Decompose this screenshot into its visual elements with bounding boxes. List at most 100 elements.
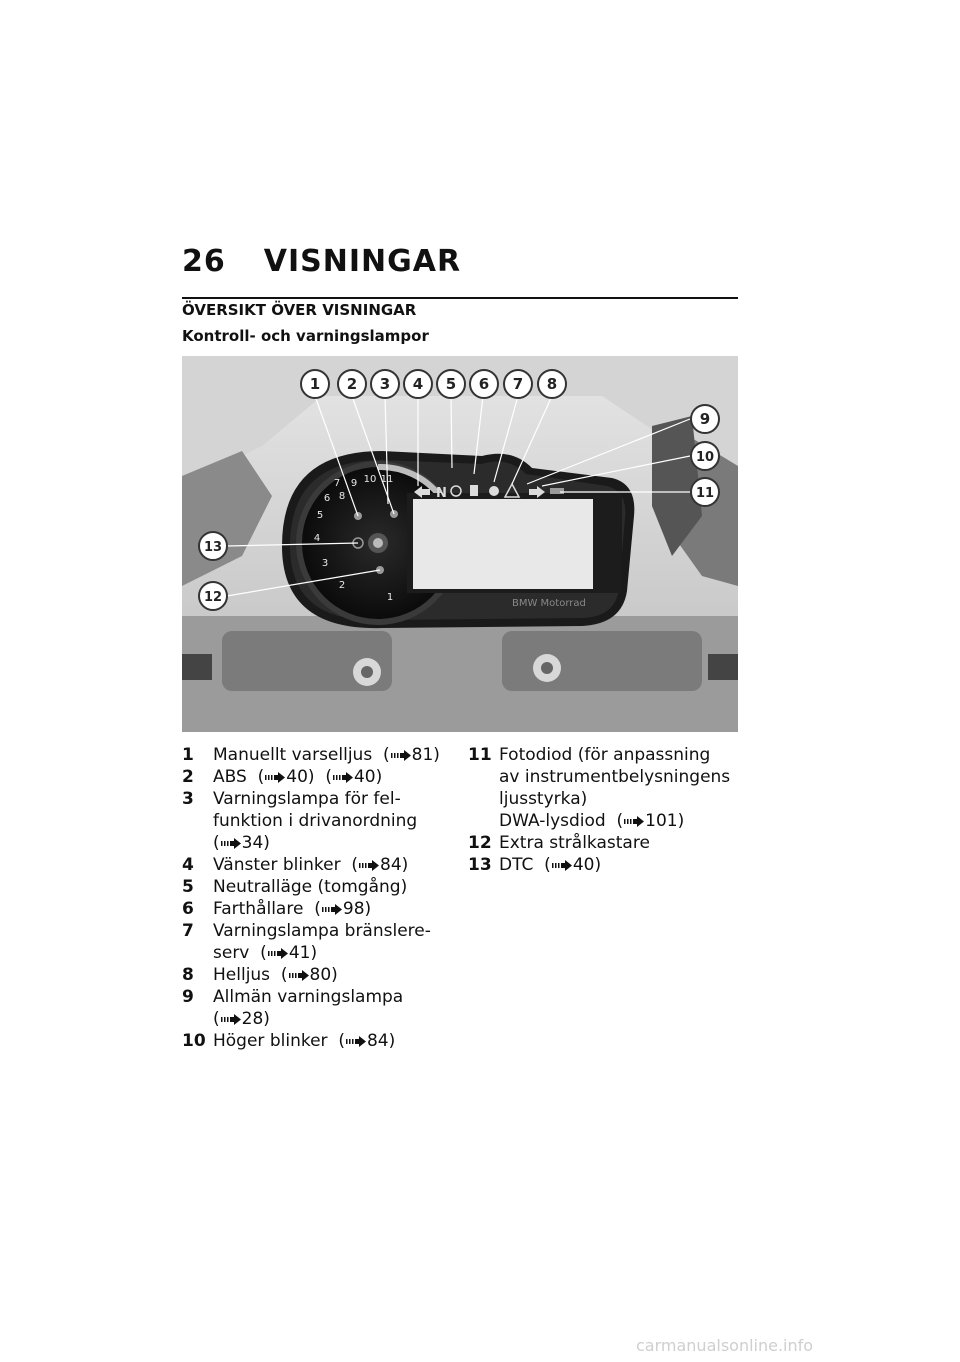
legend-text: Extra strålkastare — [499, 832, 743, 854]
legend-text: Helljus (80) — [213, 964, 452, 986]
callout: 11 — [690, 477, 720, 507]
legend-number: 13 — [468, 855, 492, 875]
callout: 13 — [198, 531, 228, 561]
page-reference-arrow-icon — [359, 859, 380, 871]
instrument-cluster-illustration: 1 2 3 4 5 6 7 8 9 10 11 N — [182, 356, 738, 732]
page-reference-link[interactable]: (84) — [327, 1031, 396, 1051]
page-reference-link[interactable]: (40) — [246, 767, 315, 787]
high-beam-icon — [489, 486, 499, 496]
legend-text: Höger blinker (84) — [213, 1030, 452, 1052]
page-reference-number: 28) — [241, 1009, 270, 1029]
scale-label: 7 — [334, 478, 340, 489]
legend-number: 1 — [182, 745, 194, 765]
page-reference-arrow-icon — [288, 969, 309, 981]
page-reference-link[interactable]: (34) — [213, 833, 270, 853]
legend-number: 6 — [182, 899, 194, 919]
scale-label: 5 — [317, 510, 323, 521]
left-turn-indicator-icon — [414, 486, 430, 498]
callout: 1 — [300, 369, 330, 399]
svg-text:7: 7 — [513, 375, 523, 393]
legend-line: Manuellt varselljus — [213, 745, 373, 765]
footer-url: carmanualsonline.info — [636, 1336, 814, 1355]
page-reference-link[interactable]: (28) — [213, 1009, 270, 1029]
legend-number: 2 — [182, 767, 194, 787]
legend-list-left: 1 Manuellt varselljus (81) 2 ABS (40) (40) 3… — [182, 744, 452, 1052]
legend-line: Neutralläge (tomgång) — [213, 877, 408, 897]
legend-line: DWA-lysdiod — [499, 811, 606, 831]
page-reference-number: 40) — [572, 855, 602, 875]
page-reference-arrow-icon — [551, 859, 572, 871]
page-reference-arrow-icon — [624, 815, 645, 827]
callout: 6 — [469, 369, 499, 399]
page-reference-arrow-icon — [345, 1035, 366, 1047]
page-reference-link[interactable]: (40) — [314, 767, 383, 787]
legend-text: Vänster blinker (84) — [213, 854, 452, 876]
page-reference-number: 101) — [645, 811, 685, 831]
section-title: ÖVERSIKT ÖVER VISNINGAR — [182, 297, 738, 319]
svg-text:3: 3 — [380, 375, 390, 393]
legend-text: Allmän varningslampa(28) — [213, 986, 452, 1030]
callout: 7 — [503, 369, 533, 399]
page-reference-link[interactable]: (41) — [249, 943, 318, 963]
svg-text:13: 13 — [204, 540, 222, 555]
svg-text:9: 9 — [700, 410, 710, 428]
page-reference-link[interactable]: (101) — [605, 811, 685, 831]
brand-text: BMW Motorrad — [512, 598, 586, 609]
scale-label: 10 — [364, 474, 377, 485]
svg-text:11: 11 — [696, 486, 714, 501]
page-reference-number: 40) — [286, 767, 315, 787]
scale-label: 4 — [314, 533, 320, 544]
page-reference-link[interactable]: (84) — [340, 855, 409, 875]
legend-item: 1 Manuellt varselljus (81) — [182, 744, 452, 766]
svg-text:12: 12 — [204, 590, 222, 605]
legend-text: Manuellt varselljus (81) — [213, 744, 452, 766]
callout: 9 — [690, 404, 720, 434]
legend-text: ABS (40) (40) — [213, 766, 452, 788]
fuel-reserve-icon — [470, 485, 478, 496]
scale-label: 2 — [339, 580, 345, 591]
legend-line: av instrumentbelysningens — [499, 767, 731, 787]
instrument-cluster-figure: 1 2 3 4 5 6 7 8 9 10 11 N — [182, 356, 738, 732]
scale-label: 9 — [351, 478, 357, 489]
legend-number: 5 — [182, 877, 194, 897]
page-reference-arrow-icon — [265, 771, 286, 783]
scale-label: 8 — [339, 491, 345, 502]
legend-number: 11 — [468, 745, 492, 765]
page-reference-link[interactable]: (81) — [372, 745, 440, 765]
page-reference-link[interactable]: (80) — [270, 965, 338, 985]
callout: 10 — [690, 441, 720, 471]
legend-number: 9 — [182, 987, 194, 1007]
legend-item: 13 DTC (40) — [468, 854, 743, 876]
callout: 4 — [403, 369, 433, 399]
callout: 3 — [370, 369, 400, 399]
legend-text: DTC (40) — [499, 854, 743, 876]
legend-text: Varningslampa bränslere-serv (41) — [213, 920, 452, 964]
scale-label: 1 — [387, 592, 393, 603]
page-reference-number: 40) — [353, 767, 383, 787]
page-reference-arrow-icon — [267, 947, 288, 959]
scale-label: 3 — [322, 558, 328, 569]
page-reference-link[interactable]: (98) — [303, 899, 372, 919]
neutral-indicator-icon: N — [436, 486, 447, 501]
photodiode-icon — [550, 488, 564, 494]
page-reference-arrow-icon — [321, 903, 342, 915]
page-reference-number: 98) — [342, 899, 372, 919]
svg-text:4: 4 — [413, 375, 423, 393]
page-reference-link[interactable]: (40) — [533, 855, 602, 875]
svg-text:10: 10 — [696, 450, 714, 465]
page-reference-arrow-icon — [390, 749, 411, 761]
legend-number: 4 — [182, 855, 194, 875]
legend-item: 9 Allmän varningslampa(28) — [182, 986, 452, 1030]
legend-text: Varningslampa för fel-funktion i drivano… — [213, 788, 452, 854]
legend-line: Helljus — [213, 965, 271, 985]
callout: 8 — [537, 369, 567, 399]
callout: 5 — [436, 369, 466, 399]
legend-number: 3 — [182, 789, 194, 809]
